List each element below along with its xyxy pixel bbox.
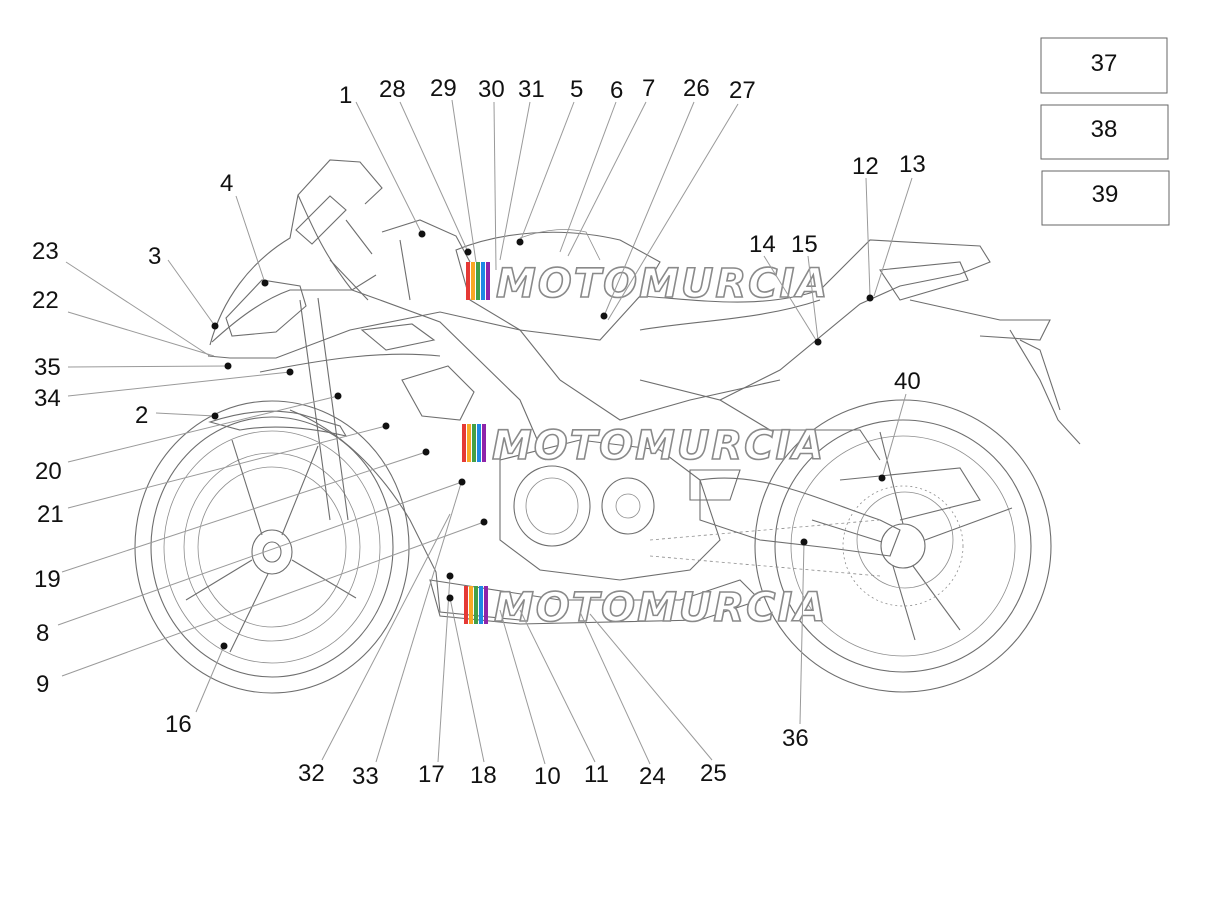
callout-3[interactable]: 3	[148, 243, 161, 270]
watermark-text: MOTOMURCIA	[492, 423, 825, 469]
ref-dot-4	[261, 279, 269, 287]
watermark-middle: MOTOMURCIA	[462, 422, 825, 470]
callout-16[interactable]: 16	[165, 711, 192, 738]
ref-dot-5	[516, 238, 524, 246]
callout-15[interactable]: 15	[791, 231, 818, 258]
boxed-items: 37 38 39	[1040, 37, 1170, 226]
ref-dot-36	[800, 538, 808, 546]
handlebar	[381, 219, 471, 301]
boxed-item-39[interactable]: 39	[1041, 170, 1170, 226]
callout-40[interactable]: 40	[894, 368, 921, 395]
callout-5[interactable]: 5	[570, 76, 583, 103]
mirror	[295, 195, 373, 255]
callout-9[interactable]: 9	[36, 671, 49, 698]
callout-27[interactable]: 27	[729, 77, 756, 104]
boxed-item-label: 39	[1092, 181, 1119, 208]
callout-19[interactable]: 19	[34, 566, 61, 593]
frame-and-swingarm	[559, 379, 981, 557]
ref-dot-9	[480, 518, 488, 526]
fuel-tank	[455, 231, 661, 341]
watermark-group: MOTOMURCIA MOTOMURCIA MOTOMURCIA	[462, 260, 829, 632]
callout-20[interactable]: 20	[35, 458, 62, 485]
watermark-top: MOTOMURCIA	[466, 260, 829, 308]
callout-labels: 1 2 3 4 5 6 7 8 9 10 11 12 13 14 15 16 1…	[32, 75, 926, 790]
callout-31[interactable]: 31	[518, 76, 545, 103]
callout-12[interactable]: 12	[852, 153, 879, 180]
ref-dot-21	[382, 422, 390, 430]
ref-dot-19	[422, 448, 430, 456]
callout-17[interactable]: 17	[418, 761, 445, 788]
ref-dot-16	[220, 642, 228, 650]
boxed-item-38[interactable]: 38	[1040, 104, 1169, 160]
callout-1[interactable]: 1	[339, 82, 352, 109]
callout-13[interactable]: 13	[899, 151, 926, 178]
callout-23[interactable]: 23	[32, 238, 59, 265]
watermark-text: MOTOMURCIA	[496, 261, 829, 307]
watermark-text: MOTOMURCIA	[494, 585, 827, 631]
ref-dot-27	[600, 312, 608, 320]
callout-22[interactable]: 22	[32, 287, 59, 314]
seat-and-tail	[639, 239, 1081, 445]
callout-8[interactable]: 8	[36, 620, 49, 647]
callout-6[interactable]: 6	[610, 77, 623, 104]
front-fairing	[207, 159, 561, 621]
front-fork	[299, 259, 369, 521]
ref-dot-35	[224, 362, 232, 370]
ref-dot-8	[458, 478, 466, 486]
ref-dot-28	[464, 248, 472, 256]
ref-dot-15	[814, 338, 822, 346]
ref-dot-34	[286, 368, 294, 376]
ref-dot-17	[446, 572, 454, 580]
callout-36[interactable]: 36	[782, 725, 809, 752]
callout-30[interactable]: 30	[478, 76, 505, 103]
callout-18[interactable]: 18	[470, 762, 497, 789]
callout-35[interactable]: 35	[34, 354, 61, 381]
callout-26[interactable]: 26	[683, 75, 710, 102]
ref-dot-12	[866, 294, 874, 302]
callout-28[interactable]: 28	[379, 76, 406, 103]
callout-10[interactable]: 10	[534, 763, 561, 790]
callout-33[interactable]: 33	[352, 763, 379, 790]
callout-2[interactable]: 2	[135, 402, 148, 429]
callout-4[interactable]: 4	[220, 170, 233, 197]
rear-wheel	[754, 399, 1052, 693]
boxed-item-37[interactable]: 37	[1040, 37, 1168, 94]
front-fender	[208, 410, 348, 437]
ref-dot-40	[878, 474, 886, 482]
callout-14[interactable]: 14	[749, 231, 776, 258]
motorcycle-illustration	[134, 159, 1081, 694]
callout-29[interactable]: 29	[430, 75, 457, 102]
boxed-item-label: 37	[1091, 50, 1118, 77]
leader-lines	[57, 99, 913, 765]
ref-dot-3	[211, 322, 219, 330]
rear-sprocket	[842, 485, 964, 607]
callout-24[interactable]: 24	[639, 763, 666, 790]
watermark-bottom: MOTOMURCIA	[464, 584, 827, 632]
front-wheel	[134, 400, 410, 694]
reference-dots	[211, 230, 886, 650]
callout-32[interactable]: 32	[298, 760, 325, 787]
callout-25[interactable]: 25	[700, 760, 727, 787]
boxed-item-label: 38	[1091, 116, 1118, 143]
callout-7[interactable]: 7	[642, 75, 655, 102]
callout-34[interactable]: 34	[34, 385, 61, 412]
chain	[649, 519, 881, 577]
callout-11[interactable]: 11	[584, 761, 609, 788]
ref-dot-2	[211, 412, 219, 420]
ref-dot-18	[446, 594, 454, 602]
callout-21[interactable]: 21	[37, 501, 64, 528]
ref-dot-20	[334, 392, 342, 400]
ref-dot-1	[418, 230, 426, 238]
